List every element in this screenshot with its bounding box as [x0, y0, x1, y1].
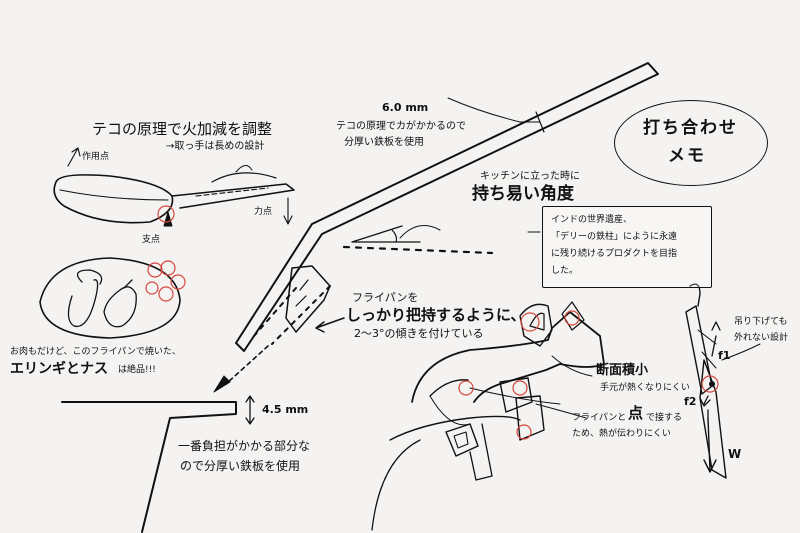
plate-sketch	[39, 257, 181, 339]
point-line1-b: で接する	[646, 413, 683, 423]
tilt-line3: 2～3°の傾きを付けている	[354, 327, 484, 340]
skillet-sketch	[53, 174, 174, 224]
section-sub: 手元が熱くなりにくい	[600, 383, 690, 393]
lever-heading: テコの原理で火加減を調整	[92, 120, 273, 138]
hook-drawing	[411, 311, 605, 403]
thickness-top-value: 6.0 mm	[382, 101, 429, 114]
heritage-line2: 「デリーの鉄柱」にように永遠	[551, 232, 678, 242]
heritage-line1: インドの世界遺産、	[551, 215, 633, 225]
thickness-bottom-line1: 一番負担がかかる部分な	[178, 439, 311, 453]
thickness-bottom-line2: ので分厚い鉄板を使用	[180, 459, 301, 473]
angle-line1: キッチンに立った時に	[480, 171, 580, 182]
thickness-bottom-value: 4.5 mm	[262, 403, 309, 416]
heritage-line3: に残り続けるプロダクトを目指	[551, 249, 678, 259]
action-point-label: 作用点	[82, 152, 110, 162]
tilt-line2: しっかり把持するように、	[346, 306, 526, 324]
food-line2-small: は絶品!!!	[118, 365, 156, 375]
memo-title-line1: 打ち合わせ	[643, 118, 738, 138]
angle-line2: 持ち易い角度	[472, 184, 574, 204]
hang-line2: 外れない設計	[734, 333, 789, 343]
point-line2: ため、熱が伝わりにくい	[572, 429, 671, 439]
heritage-box	[542, 206, 712, 288]
force-f1-label: f1	[718, 349, 731, 362]
force-f2-label: f2	[684, 395, 697, 408]
force-point-label: 力点	[254, 207, 273, 217]
point-line1-a: フライパンと	[572, 413, 627, 423]
tilt-line1: フライパンを	[352, 291, 419, 304]
heritage-line4: した。	[551, 266, 579, 276]
pan-arrow	[225, 345, 269, 385]
angle-marker	[351, 225, 421, 243]
weight-w-label: W	[728, 447, 742, 461]
highlight-marks	[145, 205, 719, 440]
pan-edge	[61, 401, 237, 533]
handle-outline	[235, 62, 659, 352]
dotted-guide	[342, 245, 494, 255]
memo-title-frame	[614, 100, 768, 186]
lever-sub: →取っ手は長めの設計	[166, 141, 265, 152]
fulcrum-label: 支点	[142, 235, 161, 245]
food-line1: お肉もだけど、このフライパンで焼いた、	[10, 347, 181, 357]
section-main: 断面積小	[596, 363, 649, 378]
point-line1-big: 点	[628, 404, 644, 422]
hang-line1: 吊り下げても	[734, 317, 788, 327]
thickness-top-line2: 分厚い鉄板を使用	[344, 137, 424, 148]
thickness-top-line1: テコの原理でカがかかるので	[336, 121, 466, 132]
handle-grip	[285, 265, 331, 333]
memo-title-line2: メモ	[668, 146, 706, 166]
food-line2-big: エリンギとナス	[10, 361, 108, 377]
hanging-hook	[685, 283, 713, 395]
